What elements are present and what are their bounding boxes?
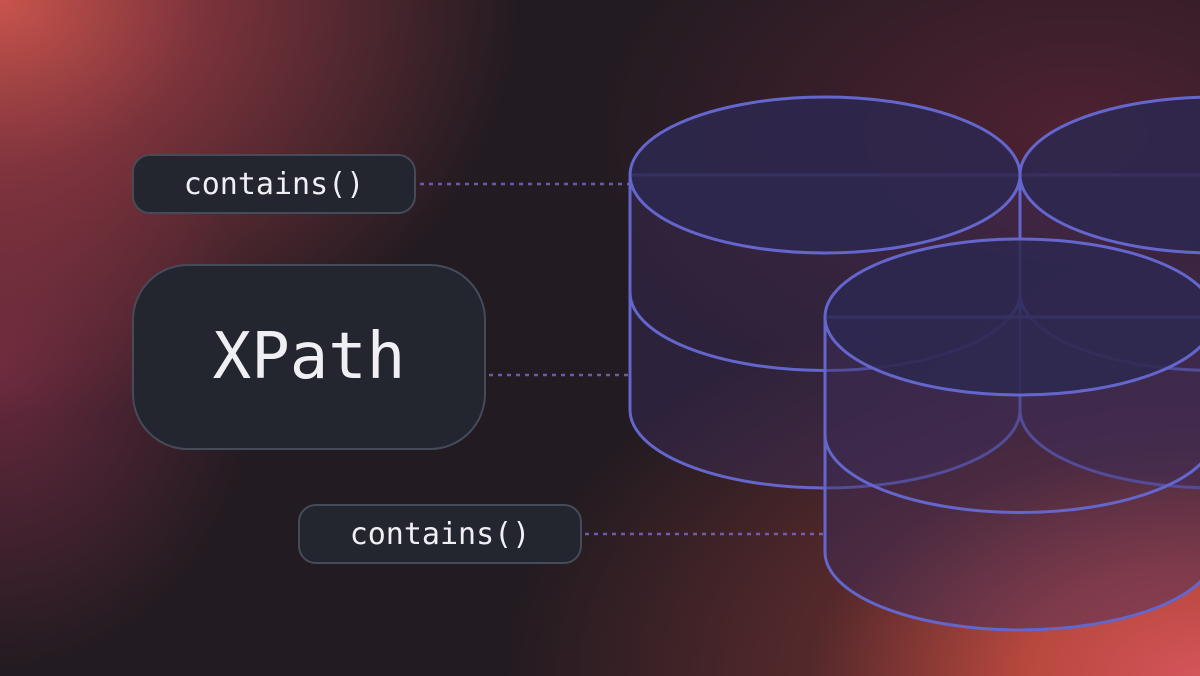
label-text: contains() [349, 516, 531, 552]
contains-function-label-bottom: contains() [298, 504, 582, 564]
contains-function-label-top: contains() [132, 154, 416, 214]
xpath-label: XPath [132, 264, 486, 450]
label-text: contains() [183, 166, 365, 202]
label-text: XPath [212, 320, 406, 394]
database-icon [823, 237, 1200, 632]
